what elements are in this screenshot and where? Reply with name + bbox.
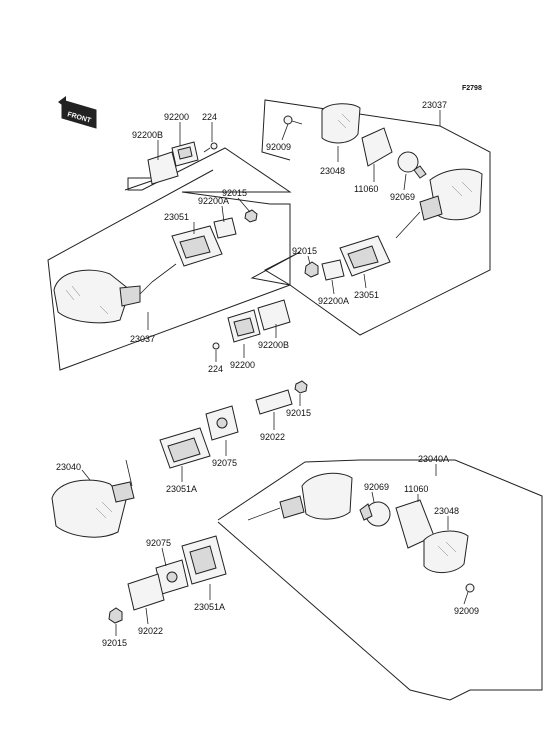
part-23037-left-lamp (53, 269, 153, 324)
label-92022-c: 92022 (260, 432, 285, 442)
frame-front-left (47, 147, 292, 371)
label-224-mid: 224 (208, 364, 223, 374)
label-23040: 23040 (56, 462, 81, 472)
part-92015-b (304, 261, 319, 278)
front-badge: FRONT (58, 96, 97, 129)
label-11060-bot: 11060 (404, 484, 428, 494)
part-224-mid (212, 342, 220, 350)
part-23051A-d (181, 535, 227, 585)
part-23051A-c (159, 427, 211, 469)
label-23048-bot: 23048 (434, 506, 459, 516)
label-23051A-d: 23051A (194, 602, 225, 612)
part-92200A-b (321, 259, 345, 281)
label-92200-top: 92200 (164, 112, 189, 122)
part-92009-bot (465, 583, 475, 593)
part-92069-bot (359, 501, 391, 527)
part-92200B-mid (257, 299, 291, 331)
part-92069-top (397, 151, 427, 179)
figure-code: F2798 (462, 85, 482, 92)
label-92200B-top: 92200B (132, 130, 163, 140)
leader-lines (81, 110, 469, 636)
part-23048-top (321, 103, 361, 144)
part-92022-c (255, 389, 293, 415)
label-92069-bot: 92069 (364, 482, 389, 492)
part-23051-b (339, 235, 391, 277)
part-23040-lamp (51, 459, 135, 538)
part-92015-a (244, 209, 258, 223)
label-92009-bot: 92009 (454, 606, 479, 616)
label-92015-b: 92015 (292, 246, 317, 256)
part-92022-d (127, 573, 165, 611)
part-92200A-a (213, 217, 237, 239)
part-92200-top (171, 141, 199, 167)
frame-rear-right (217, 459, 543, 701)
label-23040A: 23040A (418, 454, 449, 464)
label-224-top: 224 (202, 112, 217, 122)
part-92015-d (108, 607, 123, 624)
label-23037-right: 23037 (422, 100, 447, 110)
part-92075-c (205, 405, 239, 441)
part-23037-right-lamp (395, 168, 483, 239)
part-92200-mid (227, 309, 261, 343)
part-92009-top (283, 115, 303, 125)
label-92075-c: 92075 (212, 458, 237, 468)
frame-front-right (250, 99, 491, 336)
label-92200-mid: 92200 (230, 360, 255, 370)
label-92015-d: 92015 (102, 638, 127, 648)
label-23051A-c: 23051A (166, 484, 197, 494)
label-92015-a: 92015 (222, 188, 247, 198)
label-23051-b: 23051 (354, 290, 379, 300)
label-92200A-a: 92200A (198, 196, 229, 206)
part-23040A-lamp (247, 472, 353, 521)
part-11060-top (361, 127, 393, 167)
label-92022-d: 92022 (138, 626, 163, 636)
part-92200B-top (147, 151, 179, 185)
part-92015-c (294, 380, 308, 394)
label-92009-top: 92009 (266, 142, 291, 152)
part-92075-d (155, 559, 189, 595)
part-23048-bot (423, 530, 469, 573)
label-23048-top: 23048 (320, 166, 345, 176)
label-23051-a: 23051 (164, 212, 189, 222)
part-224-top (203, 142, 218, 153)
label-92069-top: 92069 (390, 192, 415, 202)
label-92015-c: 92015 (286, 408, 311, 418)
label-92200A-b: 92200A (318, 296, 349, 306)
label-11060-top: 11060 (354, 184, 378, 194)
label-92075-d: 92075 (146, 538, 171, 548)
part-23051-a (151, 225, 223, 283)
label-23037-left: 23037 (130, 334, 155, 344)
label-92200B-mid: 92200B (258, 340, 289, 350)
